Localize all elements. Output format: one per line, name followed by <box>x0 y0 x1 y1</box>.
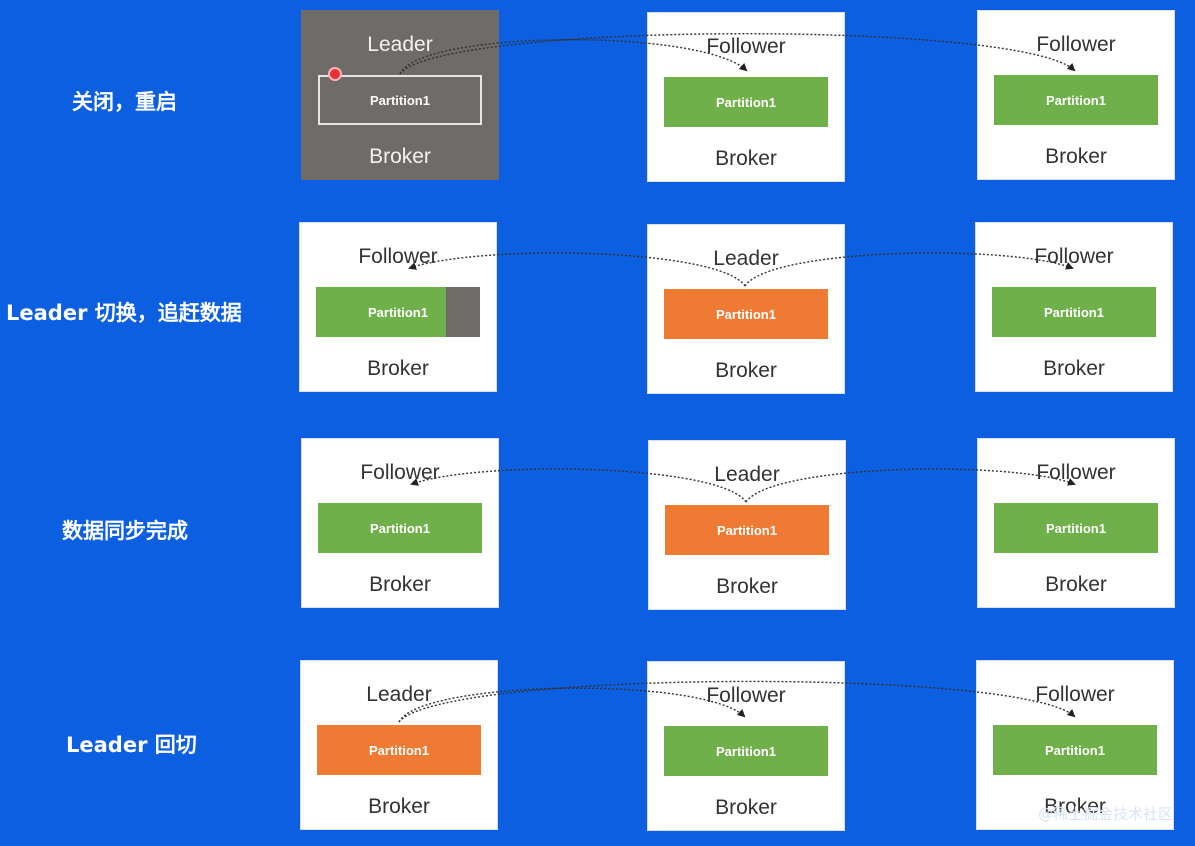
role-label: Follower <box>360 461 440 484</box>
broker-r4-c1: Leader Partition1 Broker <box>300 660 498 830</box>
role-label: Leader <box>366 683 432 706</box>
role-label: Follower <box>358 245 438 268</box>
broker-r1-c1: Leader Partition1 Broker <box>301 10 499 180</box>
partition-label: Partition1 <box>370 520 430 536</box>
lag-segment <box>446 287 480 337</box>
broker-r2-c1: Follower Partition1 Broker <box>299 222 497 392</box>
partition-block-offline: Partition1 <box>318 75 482 125</box>
broker-r3-c3: Follower Partition1 Broker <box>977 438 1175 608</box>
role-label: Leader <box>714 463 780 486</box>
role-label: Leader <box>713 247 779 270</box>
broker-r4-c3: Follower Partition1 Broker <box>976 660 1174 830</box>
partition-block-follower: Partition1 <box>992 287 1156 337</box>
partition-label: Partition1 <box>716 306 776 322</box>
partition-label: Partition1 <box>368 304 428 320</box>
partition-block-leader: Partition1 <box>317 725 481 775</box>
broker-r3-c1: Follower Partition1 Broker <box>301 438 499 608</box>
watermark: @稀土掘金技术社区 <box>1037 805 1173 823</box>
partition-block-follower: Partition1 <box>994 503 1158 553</box>
partition-block-follower: Partition1 <box>993 725 1157 775</box>
partition-block-leader: Partition1 <box>665 505 829 555</box>
partition-block-leader: Partition1 <box>664 289 828 339</box>
broker-label: Broker <box>1045 573 1107 596</box>
partition-block-follower: Partition1 <box>994 75 1158 125</box>
role-label: Follower <box>1036 33 1116 56</box>
row-label-sync-complete: 数据同步完成 <box>62 519 188 543</box>
broker-r3-c2: Leader Partition1 Broker <box>648 440 846 610</box>
broker-label: Broker <box>1045 145 1107 168</box>
broker-r1-c2: Follower Partition1 Broker <box>647 12 845 182</box>
partition-block-lagging: Partition1 <box>316 287 480 337</box>
broker-label: Broker <box>716 575 778 598</box>
partition-label: Partition1 <box>1044 304 1104 320</box>
broker-label: Broker <box>369 145 431 168</box>
partition-label: Partition1 <box>716 743 776 759</box>
role-label: Leader <box>367 33 433 56</box>
broker-label: Broker <box>715 359 777 382</box>
row-label-leader-switch: Leader 切换，追赶数据 <box>6 301 242 325</box>
partition-label: Partition1 <box>370 92 430 108</box>
broker-label: Broker <box>715 147 777 170</box>
partition-block-follower: Partition1 <box>318 503 482 553</box>
partition-label: Partition1 <box>716 94 776 110</box>
role-label: Follower <box>706 35 786 58</box>
broker-r2-c3: Follower Partition1 Broker <box>975 222 1173 392</box>
cursor-marker <box>328 67 342 81</box>
role-label: Follower <box>1036 461 1116 484</box>
row-label-restart: 关闭，重启 <box>72 90 177 114</box>
role-label: Follower <box>706 684 786 707</box>
partition-label: Partition1 <box>369 742 429 758</box>
partition-label: Partition1 <box>1046 520 1106 536</box>
partition-block-follower: Partition1 <box>664 726 828 776</box>
row-label-leader-switchback: Leader 回切 <box>66 733 197 757</box>
broker-r4-c2: Follower Partition1 Broker <box>647 661 845 831</box>
role-label: Follower <box>1034 245 1114 268</box>
partition-label: Partition1 <box>1045 742 1105 758</box>
broker-label: Broker <box>369 573 431 596</box>
broker-label: Broker <box>715 796 777 819</box>
broker-label: Broker <box>1043 357 1105 380</box>
broker-r1-c3: Follower Partition1 Broker <box>977 10 1175 180</box>
broker-label: Broker <box>1044 795 1106 818</box>
role-label: Follower <box>1035 683 1115 706</box>
partition-label: Partition1 <box>717 522 777 538</box>
broker-label: Broker <box>368 795 430 818</box>
partition-block-follower: Partition1 <box>664 77 828 127</box>
broker-label: Broker <box>367 357 429 380</box>
broker-r2-c2: Leader Partition1 Broker <box>647 224 845 394</box>
partition-label: Partition1 <box>1046 92 1106 108</box>
